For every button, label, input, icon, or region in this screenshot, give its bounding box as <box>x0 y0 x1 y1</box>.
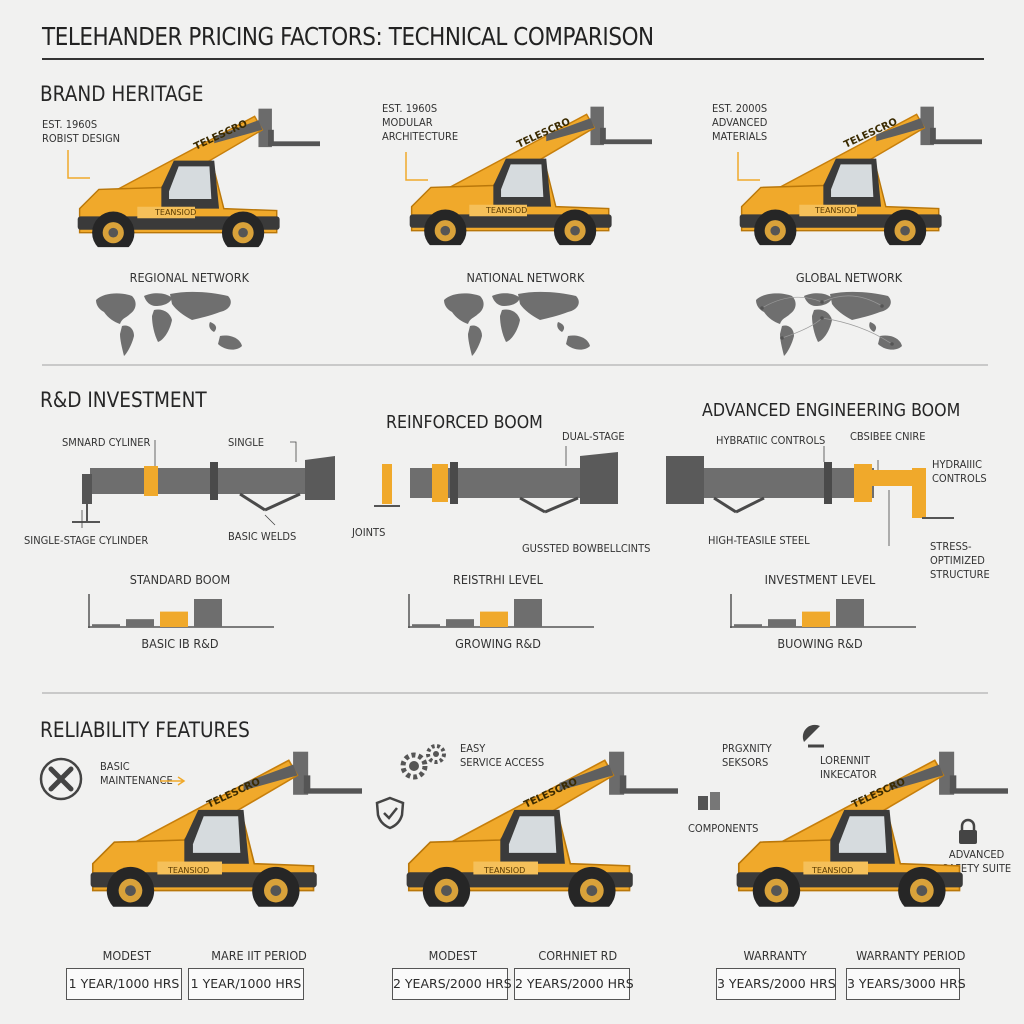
telehandler-illustration-3 <box>732 88 982 258</box>
satellite-dish-icon <box>802 724 824 748</box>
investment-bar <box>480 611 508 627</box>
boom3-label-stress: STRESS-OPTIMIZED STRUCTURE <box>930 540 990 581</box>
network-label-3: GLOBAL NETWORK <box>795 270 903 285</box>
heritage-note-3: EST. 2000s ADVANCED MATERIALS <box>712 102 768 143</box>
boom3-label-cbsibee: CBSIBEE CNIRE <box>850 430 926 443</box>
boom1-label-welds: BASIC WELDS <box>228 530 297 543</box>
telehandler-illustration-5 <box>398 736 678 916</box>
boom2-label-joints: JOINTS <box>352 526 386 539</box>
investment-bars-3 <box>730 594 916 628</box>
world-map-national <box>440 288 600 358</box>
telehandler-illustration-2 <box>402 88 652 258</box>
world-map-regional <box>92 288 252 358</box>
rel2-box-a: 2 YEARS/2000 HRS <box>392 968 512 1000</box>
leader-arrow-1 <box>160 776 186 786</box>
machine-decal-2: TEANSIOD <box>486 206 528 215</box>
section-divider-1 <box>42 364 988 366</box>
boom1-label-cylinder: SMNARD CYLINER <box>62 436 151 449</box>
reliability-label-proximity: PRGXNITY SEKSORS <box>722 742 772 769</box>
investment-bar <box>194 599 222 627</box>
rel2-caption-b: CORHNIET RD <box>538 948 618 963</box>
telehandler-illustration-4 <box>82 736 362 916</box>
rel2-box-b: 2 YEARS/2000 HRS <box>514 968 634 1000</box>
level-caption-3: BUOWING R&D <box>777 636 863 651</box>
wrench-cross-icon <box>39 757 83 801</box>
level-title-2: REISTRHI LEVEL <box>453 572 543 587</box>
boom2-title: REINFORCED BOOM <box>386 412 543 433</box>
investment-bar <box>768 619 796 627</box>
telehandler-illustration-1 <box>70 90 320 260</box>
rel3-box-b: 3 YEARS/3000 HRS <box>846 968 966 1000</box>
rel3-box-a: 3 YEARS/2000 HRS <box>716 968 836 1000</box>
level-title-3: INVESTMENT LEVEL <box>764 572 876 587</box>
rel1-caption-b: MARE IIT PERIOD <box>211 948 307 963</box>
boom3-label-hydraulic: HYDRAIIIC CONTROLS <box>932 458 987 485</box>
investment-bar <box>836 599 864 627</box>
boom-diagram-standard <box>72 440 335 528</box>
boom3-label-hybratiic: HYBRATIIC CONTROLS <box>716 434 826 447</box>
components-icon <box>698 792 720 810</box>
machine-decal-3: TEANSIOD <box>815 206 857 215</box>
telehandler-illustration-6 <box>728 736 1008 916</box>
investment-bars-1 <box>88 594 274 628</box>
investment-bar <box>734 624 762 627</box>
machine-decal-6: TEANSIOD <box>812 866 854 875</box>
reliability-label-components: COMPONENTS <box>688 822 759 835</box>
reliability-label-basic-maintenance: BASIC MAINTENANCE <box>100 760 173 787</box>
gears-icon <box>400 744 446 780</box>
boom3-title: ADVANCED ENGINEERING BOOM <box>702 400 961 421</box>
investment-bars-2 <box>408 594 594 628</box>
level-caption-2: GROWING R&D <box>455 636 541 651</box>
level-caption-1: BASIC IB R&D <box>141 636 219 651</box>
boom3-label-steel: HIGH-TEASILE STEEL <box>708 534 810 547</box>
level-title-1: STANDARD BOOM <box>129 572 231 587</box>
investment-bar <box>802 611 830 627</box>
shield-check-icon <box>375 796 405 830</box>
investment-bar <box>126 619 154 627</box>
boom2-label-dual-stage: DUAL-STAGE <box>562 430 625 443</box>
section-title-reliability: RELIABILITY FEATURES <box>40 718 250 742</box>
network-label-1: REGIONAL NETWORK <box>129 270 249 285</box>
page-title: TELEHANDER PRICING FACTORS: TECHNICAL CO… <box>42 22 654 51</box>
rel1-caption-a: MODEST <box>102 948 152 963</box>
heritage-note-1: EST. 1960s ROBIST DESIGN <box>42 118 121 145</box>
rel1-box-b: 1 YEAR/1000 HRS <box>188 968 304 1000</box>
lock-icon <box>959 818 977 844</box>
machine-decal-5: TEANSIOD <box>484 866 526 875</box>
reliability-label-easy-service: EASY SERVICE ACCESS <box>460 742 545 769</box>
investment-bar <box>514 599 542 627</box>
heritage-leader-2 <box>405 152 428 181</box>
network-label-2: NATIONAL NETWORK <box>466 270 585 285</box>
machine-decal-4: TEANSIOD <box>168 866 210 875</box>
machine-decal-1: TEANSIOD <box>155 208 197 217</box>
investment-bar <box>446 619 474 627</box>
heritage-leader-1 <box>67 150 90 179</box>
title-divider <box>42 58 984 60</box>
boom1-label-single-stage: SINGLE-STAGE CYLINDER <box>24 534 149 547</box>
section-title-rd-investment: R&D INVESTMENT <box>40 388 207 412</box>
rel2-caption-a: MODEST <box>428 948 478 963</box>
heritage-note-2: EST. 1960s MODULAR ARCHITECTURE <box>382 102 459 143</box>
heritage-leader-3 <box>737 152 760 181</box>
rel3-caption-a: WARRANTY <box>743 948 807 963</box>
rel3-caption-b: WARRANTY PERIOD <box>856 948 966 963</box>
boom-diagram-advanced <box>666 446 954 546</box>
rel1-box-a: 1 YEAR/1000 HRS <box>66 968 182 1000</box>
section-divider-2 <box>42 692 988 694</box>
section-title-brand-heritage: BRAND HERITAGE <box>40 82 204 106</box>
boom1-label-single: SINGLE <box>228 436 265 449</box>
boom2-label-gusseted: GUSSTED BOWBELLCINTS <box>522 542 651 555</box>
investment-bar <box>412 624 440 627</box>
reliability-label-indicator: LORENNIT INKECATOR <box>820 754 877 781</box>
investment-bar <box>160 611 188 627</box>
boom-diagram-reinforced <box>374 446 618 514</box>
investment-bar <box>92 624 120 627</box>
world-map-global <box>752 288 912 358</box>
